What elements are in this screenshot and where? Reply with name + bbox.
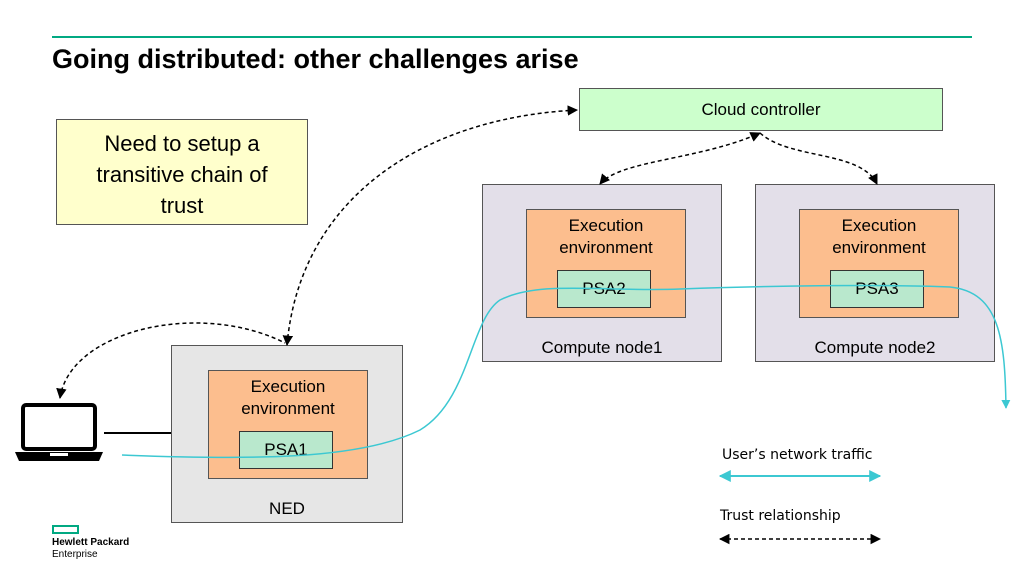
cloud-controller-label: Cloud controller [701,99,821,119]
ned-label: NED [269,499,305,518]
trust-arrow-laptop-ned [56,322,286,400]
execution-environment-node2: Execution environment [799,209,959,318]
trust-arrow-controller-node1 [599,132,761,185]
note-line-3: trust [160,193,204,218]
legend-trust-label: Trust relationship [720,508,841,524]
psa1-label: PSA1 [264,440,308,459]
cloud-controller-box: Cloud controller [579,88,943,131]
note-line-1: Need to setup a [104,131,260,156]
exec-line-2: environment [832,238,926,257]
exec-line-1: Execution [568,216,644,235]
psa3-box: PSA3 [830,270,924,308]
exec-line-2: environment [241,399,335,418]
logo-line-2: Enterprise [52,549,98,560]
trust-arrow-controller-node2 [759,132,878,185]
slide-title: Going distributed: other challenges aris… [52,44,579,74]
logo-line-1: Hewlett Packard [52,537,130,548]
trust-arrow-ned-controller [282,105,579,347]
compute-node-2-label: Compute node2 [814,338,936,357]
exec-line-1: Execution [250,377,326,396]
note-line-2: transitive chain of [96,162,268,187]
trust-chain-note: Need to setup a transitive chain of trus… [56,119,308,225]
ned-box: Execution environment PSA1 NED [171,345,403,523]
exec-line-2: environment [559,238,653,257]
hpe-logo-text: Hewlett Packard Enterprise [52,537,129,561]
laptop-icon [15,403,103,461]
network-traffic-path [121,284,1011,459]
psa1-box: PSA1 [239,431,333,469]
title-rule [52,36,972,38]
legend-traffic-label: User’s network traffic [722,447,873,463]
hpe-logo-icon [52,525,79,534]
exec-line-1: Execution [841,216,917,235]
psa3-label: PSA3 [855,279,899,298]
compute-node-2: Execution environment PSA3 Compute node2 [755,184,995,362]
